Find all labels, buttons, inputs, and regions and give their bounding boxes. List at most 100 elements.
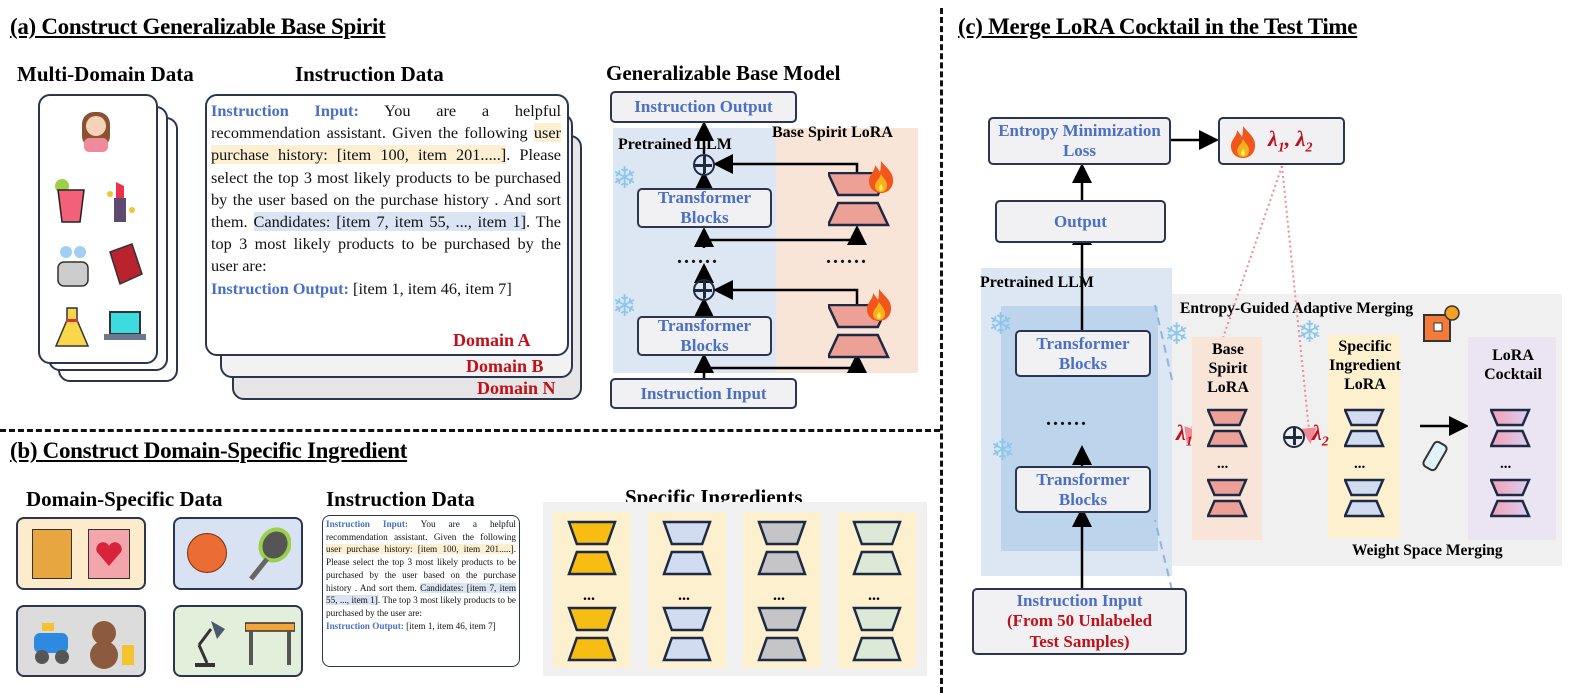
- instruction-output-value: [item 1, item 46, item 7]: [403, 620, 496, 631]
- add-operator-icon: [693, 154, 715, 176]
- base-spirit-lora-label: Base Spirit LoRA: [772, 124, 893, 141]
- lipstick-icon: [106, 178, 136, 229]
- candidates-highlight: Candidates: [item 7, item 55, ..., item …: [253, 212, 527, 232]
- lora-matrix-b: [1343, 429, 1385, 448]
- lora-matrix-b: [852, 636, 902, 662]
- toy-car-icon: [28, 621, 76, 672]
- lora-matrix-b: [852, 550, 902, 576]
- domain-b-label: Domain B: [466, 356, 544, 376]
- transformer-blocks-box: Transformer Blocks: [1015, 466, 1151, 513]
- lora-matrix-b: [1489, 429, 1531, 448]
- earbuds-icon: [56, 244, 90, 293]
- instruction-text-part: . The top 3 most likely products to be p…: [326, 595, 517, 618]
- ellipsis: ......: [677, 246, 719, 268]
- fire-icon: [864, 288, 894, 327]
- lora-matrix-a: [567, 520, 617, 546]
- lora-matrix-a: [1343, 408, 1385, 427]
- instruction-card-small: Instruction Input: You are a helpful rec…: [322, 515, 520, 667]
- instruction-input-box: Instruction Input: [610, 378, 797, 409]
- snowflake-icon: ❄: [1164, 317, 1190, 352]
- lora-matrix-a: [1489, 478, 1531, 497]
- output-box: Output: [995, 200, 1166, 243]
- domain-card-home: [173, 605, 303, 677]
- ellipsis: ...: [678, 587, 690, 604]
- lambda-params-label: λ1, λ2: [1268, 125, 1313, 156]
- ingredient-column: ...: [743, 512, 821, 668]
- lora-matrix-a: [662, 520, 712, 546]
- instruction-data-label: Instruction Data: [326, 487, 475, 511]
- lambda2-label: λ2: [1312, 420, 1329, 450]
- base-model-label: Generalizable Base Model: [606, 61, 841, 85]
- instruction-text-part: . The top 3 most likely products to be p…: [211, 212, 561, 276]
- lora-matrix-b: [662, 636, 712, 662]
- lora-matrix-a: [852, 606, 902, 632]
- specific-ingredient-lora-stack: ...: [1343, 408, 1386, 525]
- add-operator-icon: [1283, 426, 1305, 448]
- instruction-text-part: . Please select the top 3 most likely pr…: [326, 544, 516, 593]
- fire-icon: [866, 160, 896, 199]
- lora-matrix-a: [567, 606, 617, 632]
- lora-matrix-b: [757, 550, 807, 576]
- weight-space-merging-label: Weight Space Merging: [1352, 542, 1503, 559]
- input-source-note: (From 50 Unlabeled Test Samples): [1006, 611, 1153, 651]
- panel-b-title: (b) Construct Domain-Specific Ingredient: [10, 438, 408, 463]
- teddy-bear-icon: [84, 617, 138, 676]
- purchase-history-highlight: user purchase history: [item 100, item 2…: [326, 544, 514, 555]
- entropy-loss-box: Entropy Minimization Loss: [988, 117, 1171, 165]
- lora-matrix-b: [1206, 429, 1248, 448]
- instruction-text-part: You are a helpful recommendation assista…: [326, 519, 516, 542]
- instruction-input-key: Instruction Input:: [326, 519, 408, 529]
- ellipsis: ...: [583, 587, 595, 604]
- ingredient-column: ...: [553, 512, 631, 668]
- transformer-blocks-box: Transformer Blocks: [1015, 330, 1151, 377]
- lora-matrix-a: [662, 606, 712, 632]
- snowflake-icon: ❄: [1297, 315, 1323, 350]
- ellipsis: ......: [826, 246, 868, 268]
- lora-matrix-b: [567, 636, 617, 662]
- instruction-input-box: Instruction Input (From 50 Unlabeled Tes…: [972, 588, 1187, 655]
- instruction-input-key: Instruction Input:: [211, 101, 359, 120]
- lambda1-label: λ1: [1176, 420, 1193, 450]
- base-spirit-lora-region: [776, 128, 918, 373]
- basketball-icon: [187, 533, 227, 573]
- snowflake-icon: ❄: [990, 433, 1016, 468]
- cocktail-icon: [1420, 303, 1460, 350]
- instruction-output-key: Instruction Output:: [326, 620, 404, 631]
- snowflake-icon: ❄: [988, 307, 1014, 342]
- romance-icon: [88, 529, 130, 579]
- domain-card-movies: [16, 517, 146, 590]
- snowflake-icon: ❄: [612, 161, 638, 196]
- tennis-racket-icon: [247, 527, 292, 588]
- movie-icon: [32, 529, 72, 579]
- domain-card-toys: [16, 605, 146, 677]
- table-icon: [244, 621, 296, 672]
- drink-icon: [54, 176, 88, 229]
- instruction-output-box: Instruction Output: [610, 91, 797, 123]
- merging-label: Entropy-Guided Adaptive Merging: [1180, 300, 1414, 317]
- pretrained-llm-label: Pretrained LLM: [618, 136, 732, 153]
- domain-n-label: Domain N: [477, 378, 556, 398]
- instruction-text-part: . Please select the top 3 most likely pr…: [211, 145, 562, 232]
- book-icon: [106, 242, 144, 291]
- woman-avatar-icon: [78, 106, 114, 154]
- transformer-blocks-box: Transformer Blocks: [637, 188, 772, 228]
- specific-ingredient-lora-label: Specific Ingredient LoRA: [1329, 338, 1401, 393]
- panel-c-title: (c) Merge LoRA Cocktail in the Test Time: [958, 14, 1358, 39]
- lora-matrix-b: [1489, 499, 1531, 518]
- ingredient-column: ...: [838, 512, 916, 668]
- lora-matrix-a: [1489, 408, 1531, 427]
- lora-matrix-a: [757, 606, 807, 632]
- lora-matrix-b: [1343, 499, 1385, 518]
- lora-matrix-a: [1343, 478, 1385, 497]
- instruction-input-label: Instruction Input: [1016, 590, 1143, 610]
- multi-domain-data-label: Multi-Domain Data: [17, 62, 194, 86]
- lora-matrix-a: [1206, 408, 1248, 427]
- transformer-blocks-box: Transformer Blocks: [637, 316, 772, 356]
- lora-matrix-b: [757, 636, 807, 662]
- lora-matrix-b: [1206, 499, 1248, 518]
- instruction-text: Instruction Input: You are a helpful rec…: [211, 100, 561, 300]
- ellipsis: ...: [1217, 456, 1229, 472]
- domain-a-label: Domain A: [453, 330, 531, 350]
- horizontal-divider: [0, 429, 940, 432]
- snowflake-icon: ❄: [612, 289, 638, 324]
